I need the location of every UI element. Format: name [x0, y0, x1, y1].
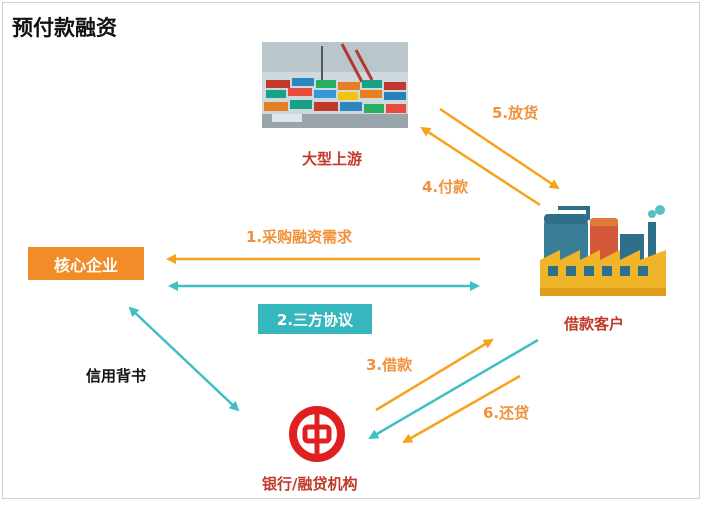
upstream-label: 大型上游 — [302, 150, 363, 168]
step-1-label: 1.采购融资需求 — [246, 228, 353, 246]
container-port-photo — [262, 42, 408, 128]
bank-of-china-logo — [289, 406, 345, 462]
credit-endorsement-label: 信用背书 — [86, 367, 147, 385]
arrow-borrower-bank — [368, 338, 539, 440]
arrow-loan — [375, 338, 494, 412]
arrow-repay — [402, 374, 521, 444]
page-title: 预付款融资 — [12, 16, 117, 40]
arrow-endorsement — [128, 306, 240, 412]
step-3-label: 3.借款 — [366, 356, 413, 374]
step-4-label: 4.付款 — [422, 178, 469, 196]
factory-icon — [540, 205, 666, 296]
core-enterprise-box: 核心企业 — [28, 247, 144, 280]
arrow-deliver — [439, 107, 560, 190]
arrow-payment — [420, 126, 541, 207]
agreement-box: 2.三方协议 — [258, 304, 372, 334]
step-5-label: 5.放货 — [492, 104, 539, 122]
core-enterprise-label: 核心企业 — [53, 255, 118, 275]
borrower-label: 借款客户 — [564, 315, 625, 333]
diagram-frame — [2, 2, 700, 499]
bank-label: 银行/融贷机构 — [262, 475, 358, 493]
step-2-label: 2.三方协议 — [276, 310, 354, 329]
step-6-label: 6.还贷 — [483, 404, 530, 422]
